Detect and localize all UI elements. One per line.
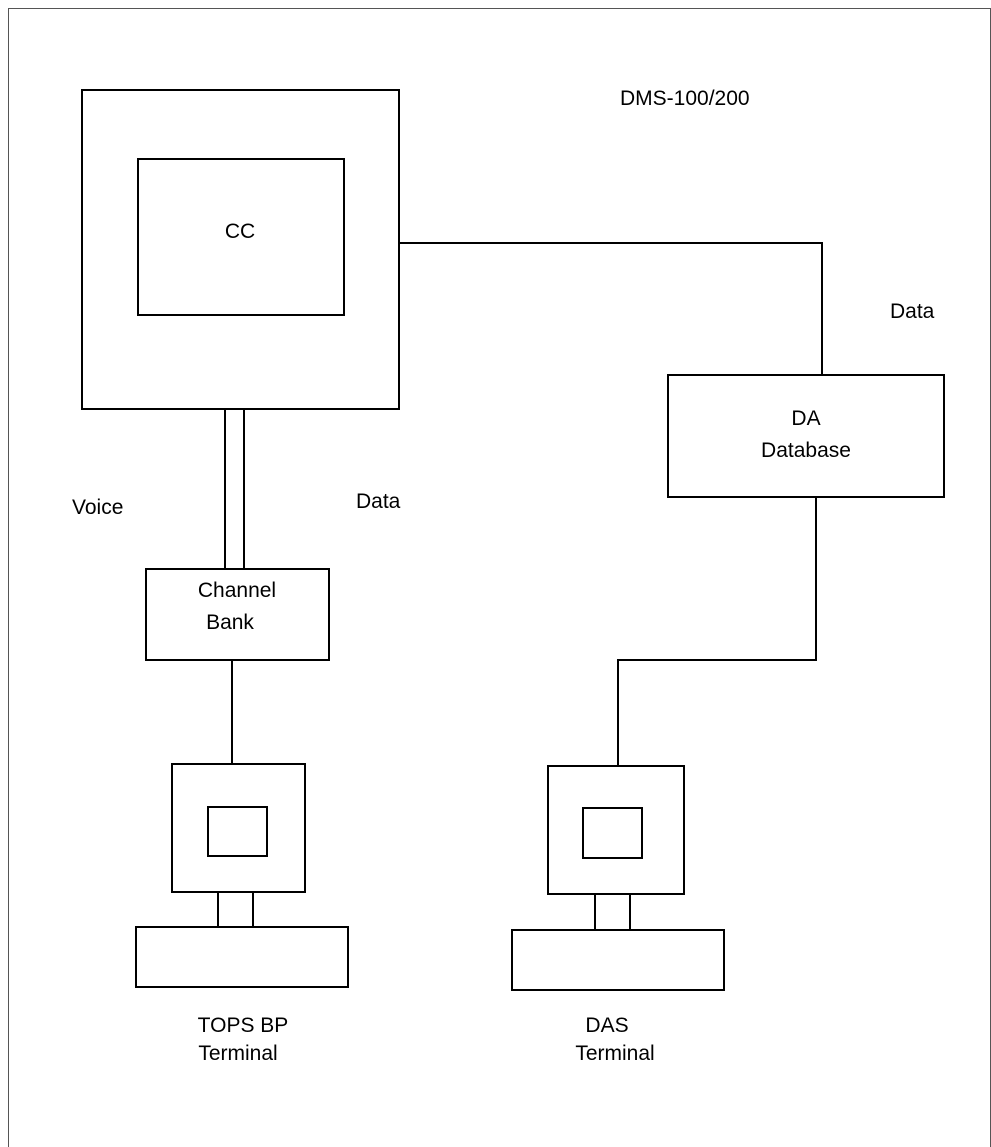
das-terminal-label-line1: DAS xyxy=(585,1014,628,1037)
channel-bank-label-line2: Bank xyxy=(206,611,254,634)
tops-terminal-screen xyxy=(207,806,268,857)
channel-bank-label-line1: Channel xyxy=(198,579,276,602)
dms-switch-box xyxy=(81,89,400,410)
da-database-box xyxy=(667,374,945,498)
voice-label: Voice xyxy=(72,496,123,519)
system-label: DMS-100/200 xyxy=(620,87,750,110)
tops-terminal-keyboard xyxy=(135,926,349,988)
da-database-label-line1: DA xyxy=(791,407,820,430)
data-label: Data xyxy=(356,490,401,513)
tops-terminal-icon xyxy=(135,763,349,988)
database-to-das-link xyxy=(617,497,817,766)
das-terminal-icon xyxy=(511,765,725,991)
cc-to-database-data-label: Data xyxy=(890,300,935,323)
das-terminal-stand xyxy=(594,893,631,931)
tops-terminal-label-line1: TOPS BP xyxy=(198,1014,289,1037)
das-terminal-screen xyxy=(582,807,643,859)
tops-terminal-monitor xyxy=(171,763,306,893)
tops-terminal-stand xyxy=(217,891,254,928)
cc-label: CC xyxy=(225,220,255,243)
channel-bank-box xyxy=(145,568,330,661)
cc-to-database-link xyxy=(399,242,823,375)
page-frame xyxy=(8,8,991,1147)
das-terminal-keyboard xyxy=(511,929,725,991)
das-terminal-label-line2: Terminal xyxy=(575,1042,654,1065)
das-terminal-monitor xyxy=(547,765,685,895)
da-database-label-line2: Database xyxy=(761,439,851,462)
cc-box xyxy=(137,158,345,316)
tops-terminal-label-line2: Terminal xyxy=(198,1042,277,1065)
